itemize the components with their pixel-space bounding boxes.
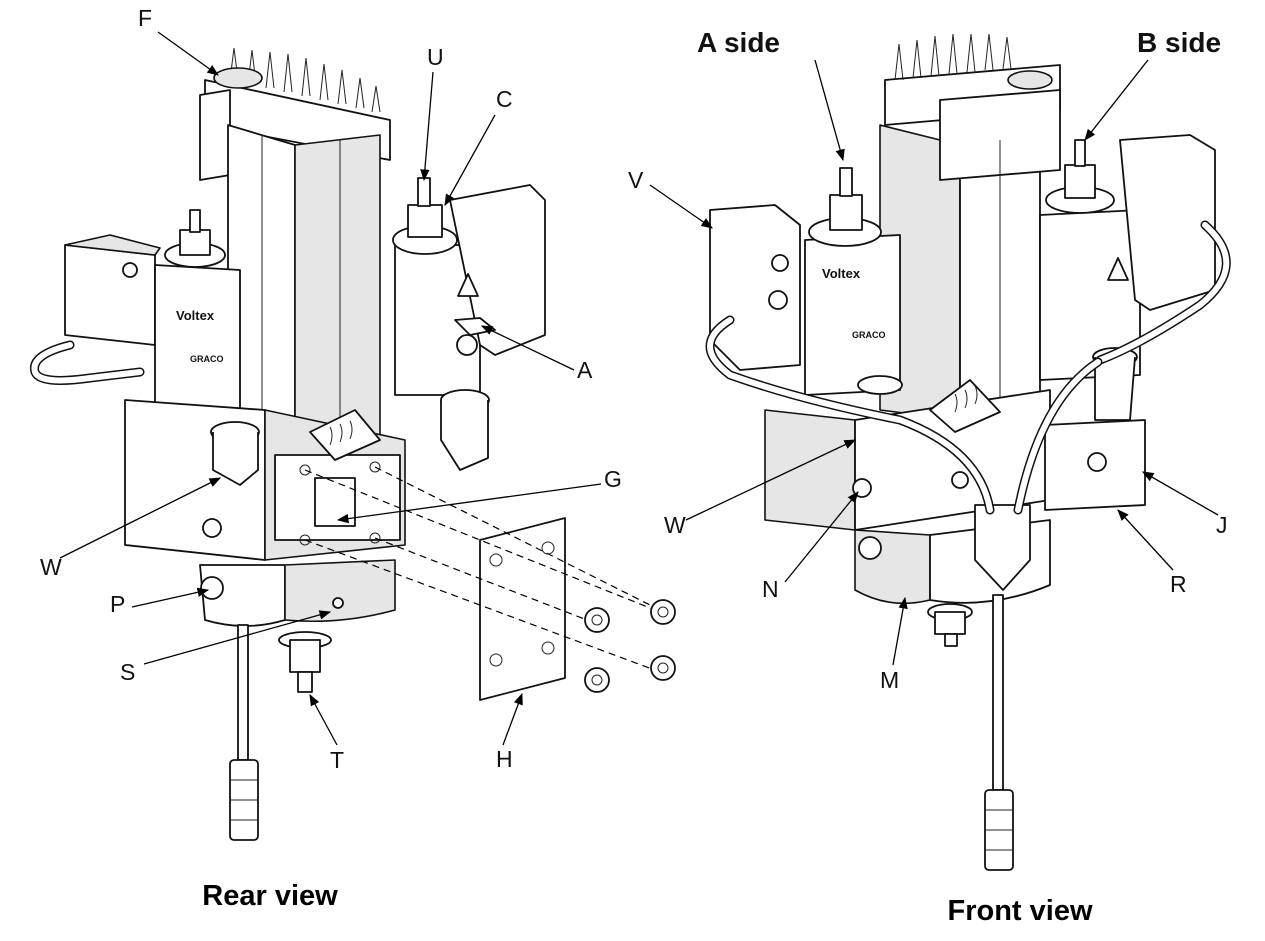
front-tubes [705, 220, 1231, 515]
leader-A [480, 325, 575, 371]
callout-A-side: A side [697, 27, 780, 58]
front-callouts: A side B side V W N M J R [628, 27, 1228, 693]
rear-mix-housing [199, 559, 396, 841]
callout-M: M [880, 667, 899, 693]
rear-left-valve: Voltex GRACO [64, 209, 241, 421]
callout-S: S [120, 659, 135, 685]
leader-J [1141, 471, 1219, 516]
rear-manifold [124, 399, 406, 561]
front-manifold [764, 347, 1146, 531]
callout-H: H [496, 746, 513, 772]
front-left-valve: Voltex GRACO [804, 167, 901, 396]
leader-T [309, 693, 338, 746]
callout-P: P [110, 591, 125, 617]
rear-motor-column [227, 124, 381, 461]
leader-M [892, 596, 908, 666]
rear-maker-label: GRACO [190, 354, 224, 364]
callout-W-rear: W [40, 554, 62, 580]
callout-W-front: W [664, 512, 686, 538]
rear-inlet-fittings [210, 389, 490, 486]
rear-right-valve [392, 177, 546, 396]
callout-U: U [427, 44, 444, 70]
callout-F: F [138, 5, 152, 31]
leader-U [420, 71, 434, 182]
rear-view-illustration: Voltex GRACO [29, 47, 676, 841]
leader-H [502, 692, 523, 746]
leader-P [131, 587, 210, 608]
callout-B-side: B side [1137, 27, 1221, 58]
callout-C: C [496, 86, 513, 112]
leader-G [336, 483, 602, 524]
leader-F [157, 31, 219, 76]
leader-C [444, 114, 496, 207]
rear-cover-plate [304, 466, 676, 701]
leader-R [1117, 509, 1174, 571]
callout-R: R [1170, 571, 1187, 597]
leader-A-side [814, 59, 845, 162]
leader-W-rear [59, 477, 222, 559]
callout-A: A [577, 357, 593, 383]
leader-B-side [1084, 59, 1149, 141]
front-view-illustration: Voltex GRACO [705, 33, 1231, 871]
callout-J: J [1216, 512, 1228, 538]
front-brand-label: Voltex [822, 266, 861, 281]
front-mix-housing [854, 504, 1051, 871]
callout-G: G [604, 466, 622, 492]
front-maker-label: GRACO [852, 330, 886, 340]
front-left-solenoid [709, 204, 801, 371]
leader-W-front [685, 439, 857, 521]
rear-view-title: Rear view [202, 880, 338, 912]
leader-V [649, 184, 713, 229]
callout-N: N [762, 576, 779, 602]
front-motor-column [879, 89, 1061, 421]
rear-screw-set [584, 599, 676, 693]
leader-S [143, 610, 332, 665]
rear-brand-label: Voltex [176, 308, 215, 323]
rear-callouts: F U C A G W P S T H [40, 5, 622, 773]
callout-T: T [330, 747, 344, 773]
callout-V: V [628, 167, 644, 193]
front-right-valve [1039, 134, 1216, 381]
leader-N [784, 491, 859, 583]
front-view-title: Front view [947, 895, 1092, 927]
